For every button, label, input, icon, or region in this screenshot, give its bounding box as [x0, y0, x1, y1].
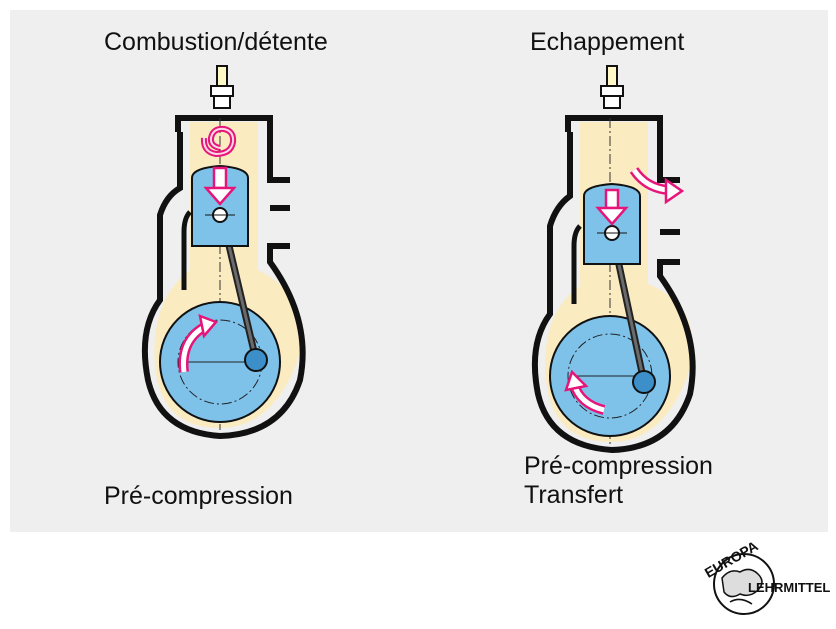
right-piston-down-arrow-icon [595, 188, 629, 226]
left-caption: Pré-compression [104, 482, 293, 510]
logo-globe-icon: EUROPA LEHRMITTEL [702, 538, 830, 615]
right-caption-line2: Transfert [524, 481, 624, 509]
right-title: Echappement [530, 28, 685, 56]
left-title: Combustion/détente [104, 28, 328, 56]
diagram-panel [10, 10, 828, 532]
right-caption-line1: Pré-compression [524, 452, 713, 480]
logo-name: LEHRMITTEL [748, 580, 830, 595]
right-spark-plug [600, 65, 624, 109]
left-spark-plug [210, 65, 234, 109]
left-piston-down-arrow-icon [203, 166, 237, 206]
left-piston [191, 164, 249, 247]
europa-lehrmittel-logo: EUROPA LEHRMITTEL [700, 538, 836, 624]
